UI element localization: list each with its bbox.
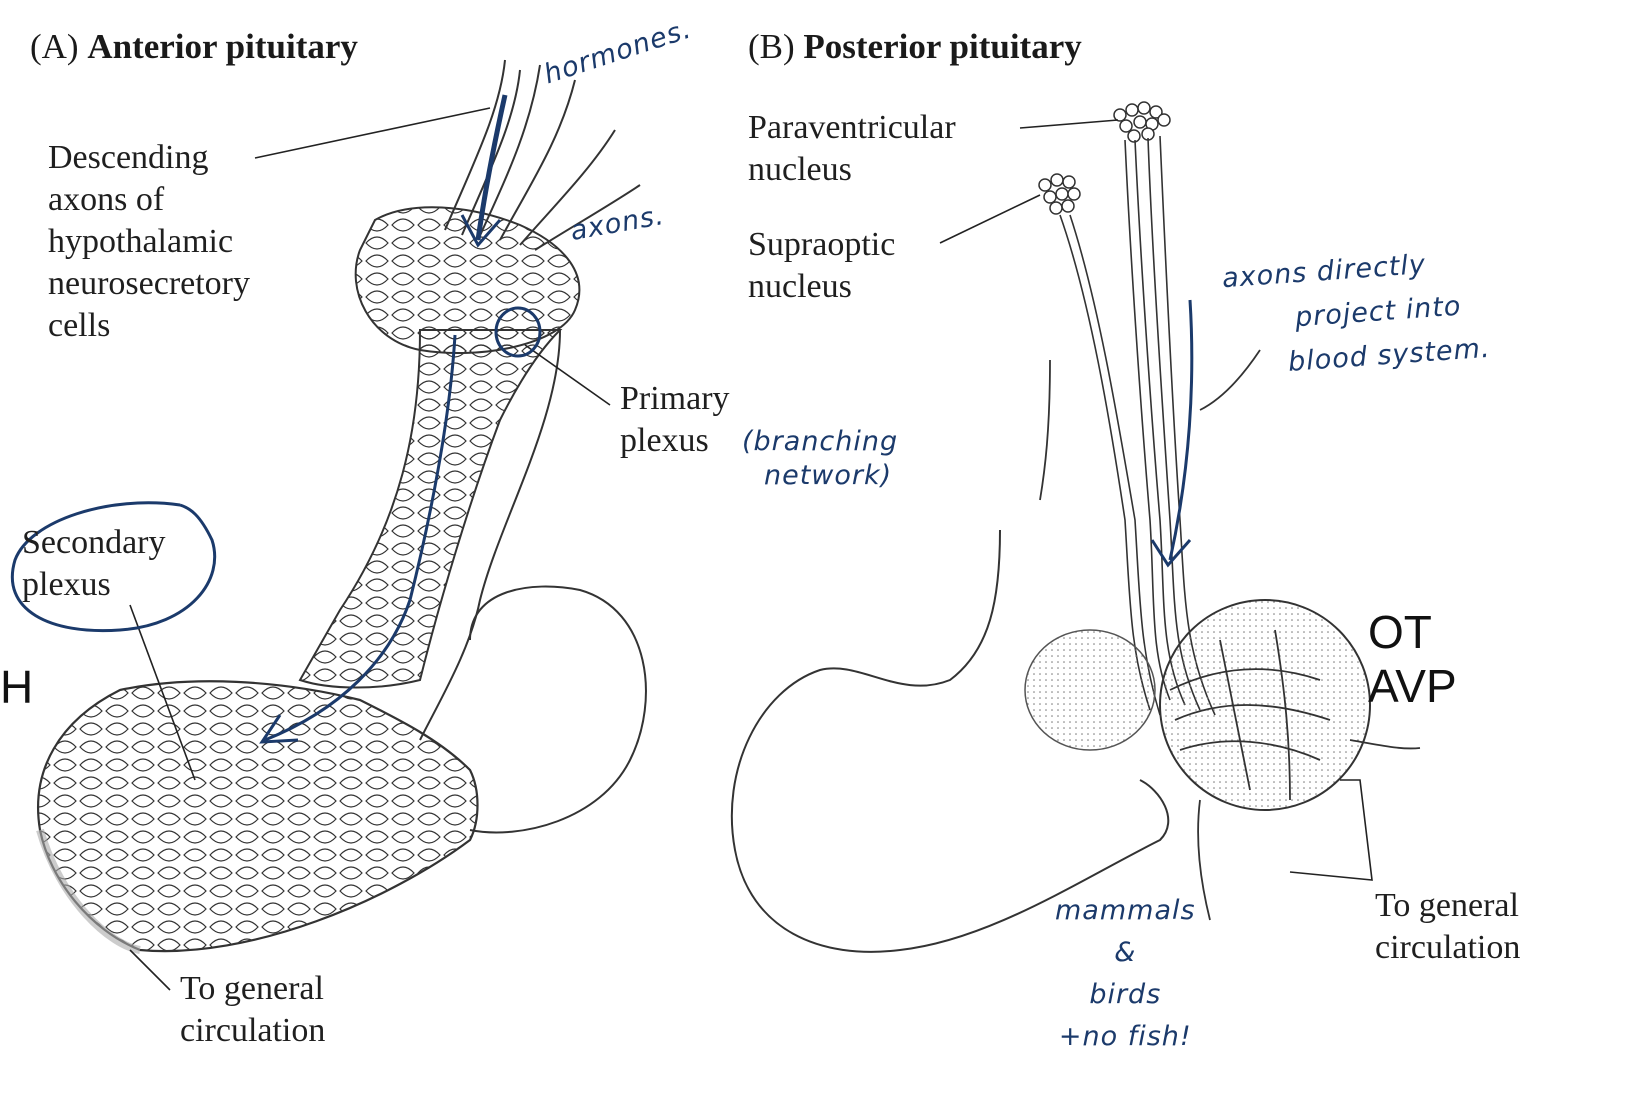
primary-plexus-region bbox=[354, 206, 581, 355]
label-to-general-circulation-a: To general circulation bbox=[180, 968, 325, 1052]
label-line: circulation bbox=[180, 1012, 326, 1049]
label-line: hypothalamic bbox=[48, 223, 234, 260]
label-line: To general bbox=[180, 970, 324, 1007]
panel-b-title-text: Posterior pituitary bbox=[803, 27, 1082, 66]
label-to-general-circulation-b: To general circulation bbox=[1375, 885, 1520, 969]
note-line: (branching bbox=[742, 426, 899, 457]
label-primary-plexus: Primary plexus bbox=[620, 378, 730, 462]
leader-lines-a bbox=[129, 107, 611, 991]
note-branching-network: (branching network) bbox=[742, 425, 898, 493]
label-line: axons of bbox=[48, 181, 165, 218]
label-line: Supraoptic bbox=[748, 226, 896, 263]
hormone-avp: AVP bbox=[1368, 660, 1457, 712]
label-line: Secondary bbox=[22, 524, 166, 561]
label-line: Primary bbox=[620, 380, 730, 417]
label-line: To general bbox=[1375, 887, 1519, 924]
label-supraoptic-nucleus: Supraoptic nucleus bbox=[748, 224, 895, 308]
panel-a-title-text: Anterior pituitary bbox=[87, 27, 358, 66]
note-mammals-birds: mammals & birds +no fish! bbox=[1055, 890, 1196, 1058]
posterior-pituitary-drawing bbox=[730, 101, 1421, 953]
label-line: nucleus bbox=[748, 151, 852, 188]
panel-a-title: (A) Anterior pituitary bbox=[30, 27, 358, 67]
note-line: & bbox=[1114, 937, 1137, 968]
note-line: network) bbox=[764, 460, 893, 491]
label-line: nucleus bbox=[748, 268, 852, 305]
anterior-pituitary-drawing bbox=[10, 59, 647, 991]
label-descending-axons: Descending axons of hypothalamic neurose… bbox=[48, 137, 250, 347]
note-line: birds bbox=[1089, 979, 1162, 1010]
label-paraventricular-nucleus: Paraventricular nucleus bbox=[748, 107, 956, 191]
supraoptic-nucleus-cluster bbox=[1038, 173, 1081, 215]
intermediate-region bbox=[1024, 629, 1156, 751]
label-secondary-plexus: Secondary plexus bbox=[22, 522, 166, 606]
note-line: mammals bbox=[1055, 895, 1196, 926]
anterior-lobe-outline-b bbox=[730, 529, 1170, 953]
label-line: Descending bbox=[48, 139, 209, 176]
label-line: Paraventricular bbox=[748, 109, 956, 146]
panel-b-title: (B) Posterior pituitary bbox=[748, 27, 1082, 67]
hormone-labels: OT AVP bbox=[1368, 605, 1457, 713]
axon-tract bbox=[1059, 135, 1216, 716]
label-line: cells bbox=[48, 307, 111, 344]
pen-annotations-b bbox=[1150, 299, 1194, 568]
label-line: circulation bbox=[1375, 929, 1521, 966]
label-line: plexus bbox=[22, 566, 111, 603]
label-line: plexus bbox=[620, 422, 709, 459]
capillary-network bbox=[1169, 629, 1421, 921]
posterior-lobe-outline bbox=[469, 585, 647, 834]
pen-annotations-a bbox=[10, 94, 542, 744]
anterior-lobe bbox=[37, 680, 479, 953]
label-line: neurosecretory bbox=[48, 265, 251, 302]
panel-a-letter: (A) bbox=[30, 27, 79, 66]
descending-axons bbox=[444, 59, 641, 251]
note-line: +no fish! bbox=[1058, 1021, 1192, 1052]
edge-letter: H bbox=[0, 661, 34, 713]
posterior-lobe bbox=[1159, 599, 1371, 811]
paraventricular-nucleus-cluster bbox=[1113, 101, 1171, 143]
panel-b-letter: (B) bbox=[748, 27, 795, 66]
hormone-ot: OT bbox=[1368, 606, 1432, 658]
note-axons-directly: axons directly project into blood system… bbox=[1221, 239, 1492, 389]
leader-lines-b bbox=[939, 119, 1373, 881]
